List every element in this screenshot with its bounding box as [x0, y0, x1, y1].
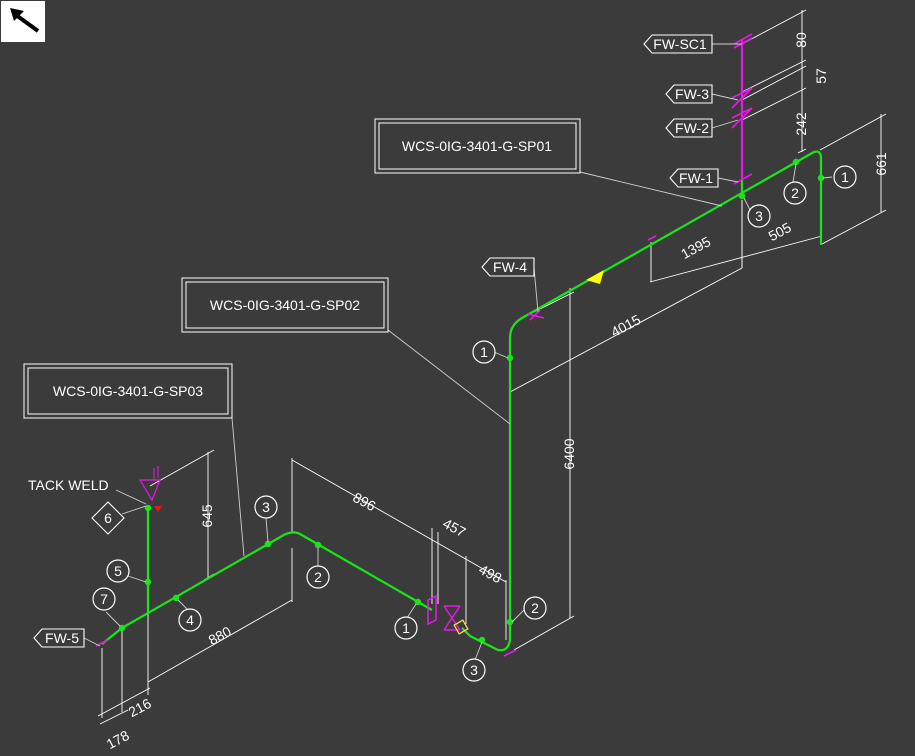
- svg-text:2: 2: [791, 185, 799, 201]
- field-weld-tag-fw-5: FW-5: [33, 628, 85, 648]
- spool-name-sp02: WCS-0IG-3401-G-SP02: [210, 297, 360, 313]
- svg-text:6: 6: [104, 510, 112, 526]
- balloon: 3: [254, 495, 278, 519]
- item-balloons: 1 2 3 1 2 3 1 2 3 4 5 7: [92, 165, 857, 682]
- dim-242: 242: [793, 112, 809, 136]
- dim-505: 505: [766, 219, 794, 244]
- svg-text:FW-1: FW-1: [679, 170, 713, 186]
- dim-4015: 4015: [608, 311, 643, 340]
- svg-text:7: 7: [100, 591, 108, 607]
- balloon: 3: [747, 204, 771, 228]
- dim-80: 80: [793, 32, 809, 48]
- svg-text:3: 3: [470, 662, 478, 678]
- balloon: 3: [462, 658, 486, 682]
- balloon: 4: [178, 608, 202, 632]
- balloon: 2: [523, 596, 547, 620]
- field-weld-tag-fw-sc1: FW-SC1: [643, 34, 713, 54]
- svg-text:3: 3: [755, 208, 763, 224]
- valve-icon: [138, 466, 469, 635]
- balloon: 7: [92, 587, 116, 611]
- spool-name-sp03: WCS-0IG-3401-G-SP03: [53, 383, 203, 399]
- svg-text:3: 3: [262, 499, 270, 515]
- dim-880: 880: [206, 623, 234, 648]
- spool-label-sp03: WCS-0IG-3401-G-SP03: [23, 363, 233, 419]
- dim-645: 645: [199, 504, 215, 528]
- field-weld-tag-fw-1: FW-1: [669, 168, 719, 188]
- svg-text:2: 2: [314, 569, 322, 585]
- balloon: 1: [472, 340, 496, 364]
- dim-6400: 6400: [561, 438, 577, 469]
- dim-661: 661: [873, 152, 889, 176]
- weld-points: [118, 158, 825, 644]
- field-weld-tag-fw-3: FW-3: [665, 84, 713, 104]
- field-weld-markers: [95, 33, 753, 657]
- north-arrow-icon: [10, 8, 40, 33]
- dim-896: 896: [350, 489, 378, 514]
- dim-457: 457: [440, 515, 468, 540]
- svg-text:2: 2: [531, 600, 539, 616]
- flow-direction-arrow-icon: [586, 270, 604, 284]
- field-weld-tag-fw-4: FW-4: [481, 257, 535, 277]
- svg-text:5: 5: [114, 563, 122, 579]
- svg-text:4: 4: [186, 612, 194, 628]
- svg-text:1: 1: [841, 169, 849, 185]
- dim-498: 498: [476, 561, 504, 586]
- leader-lines: [83, 43, 833, 661]
- balloon: 1: [833, 165, 857, 189]
- dim-57: 57: [813, 68, 829, 84]
- north-arrow: [1, 1, 45, 42]
- svg-text:FW-3: FW-3: [675, 86, 709, 102]
- svg-text:FW-4: FW-4: [493, 259, 527, 275]
- balloon: 5: [106, 559, 130, 583]
- svg-text:FW-5: FW-5: [45, 630, 79, 646]
- spool-label-sp01: WCS-0IG-3401-G-SP01: [374, 118, 581, 174]
- field-weld-tag-fw-2: FW-2: [665, 118, 713, 138]
- svg-text:1: 1: [402, 620, 410, 636]
- svg-text:FW-2: FW-2: [675, 120, 709, 136]
- svg-text:FW-SC1: FW-SC1: [653, 36, 707, 52]
- balloon: 2: [783, 181, 807, 205]
- pipe-route: [101, 40, 823, 652]
- tack-weld-symbol: [154, 506, 162, 512]
- diamond-marker: 6: [91, 501, 125, 535]
- balloon: 1: [394, 616, 418, 640]
- balloon: 2: [306, 565, 330, 589]
- dimension-lines: [97, 9, 887, 725]
- dim-178: 178: [104, 727, 132, 752]
- spool-name-sp01: WCS-0IG-3401-G-SP01: [402, 138, 552, 154]
- tack-weld-note: TACK WELD: [28, 477, 109, 493]
- dim-1395: 1395: [678, 233, 713, 262]
- spool-label-sp02: WCS-0IG-3401-G-SP02: [181, 277, 389, 333]
- svg-text:1: 1: [480, 344, 488, 360]
